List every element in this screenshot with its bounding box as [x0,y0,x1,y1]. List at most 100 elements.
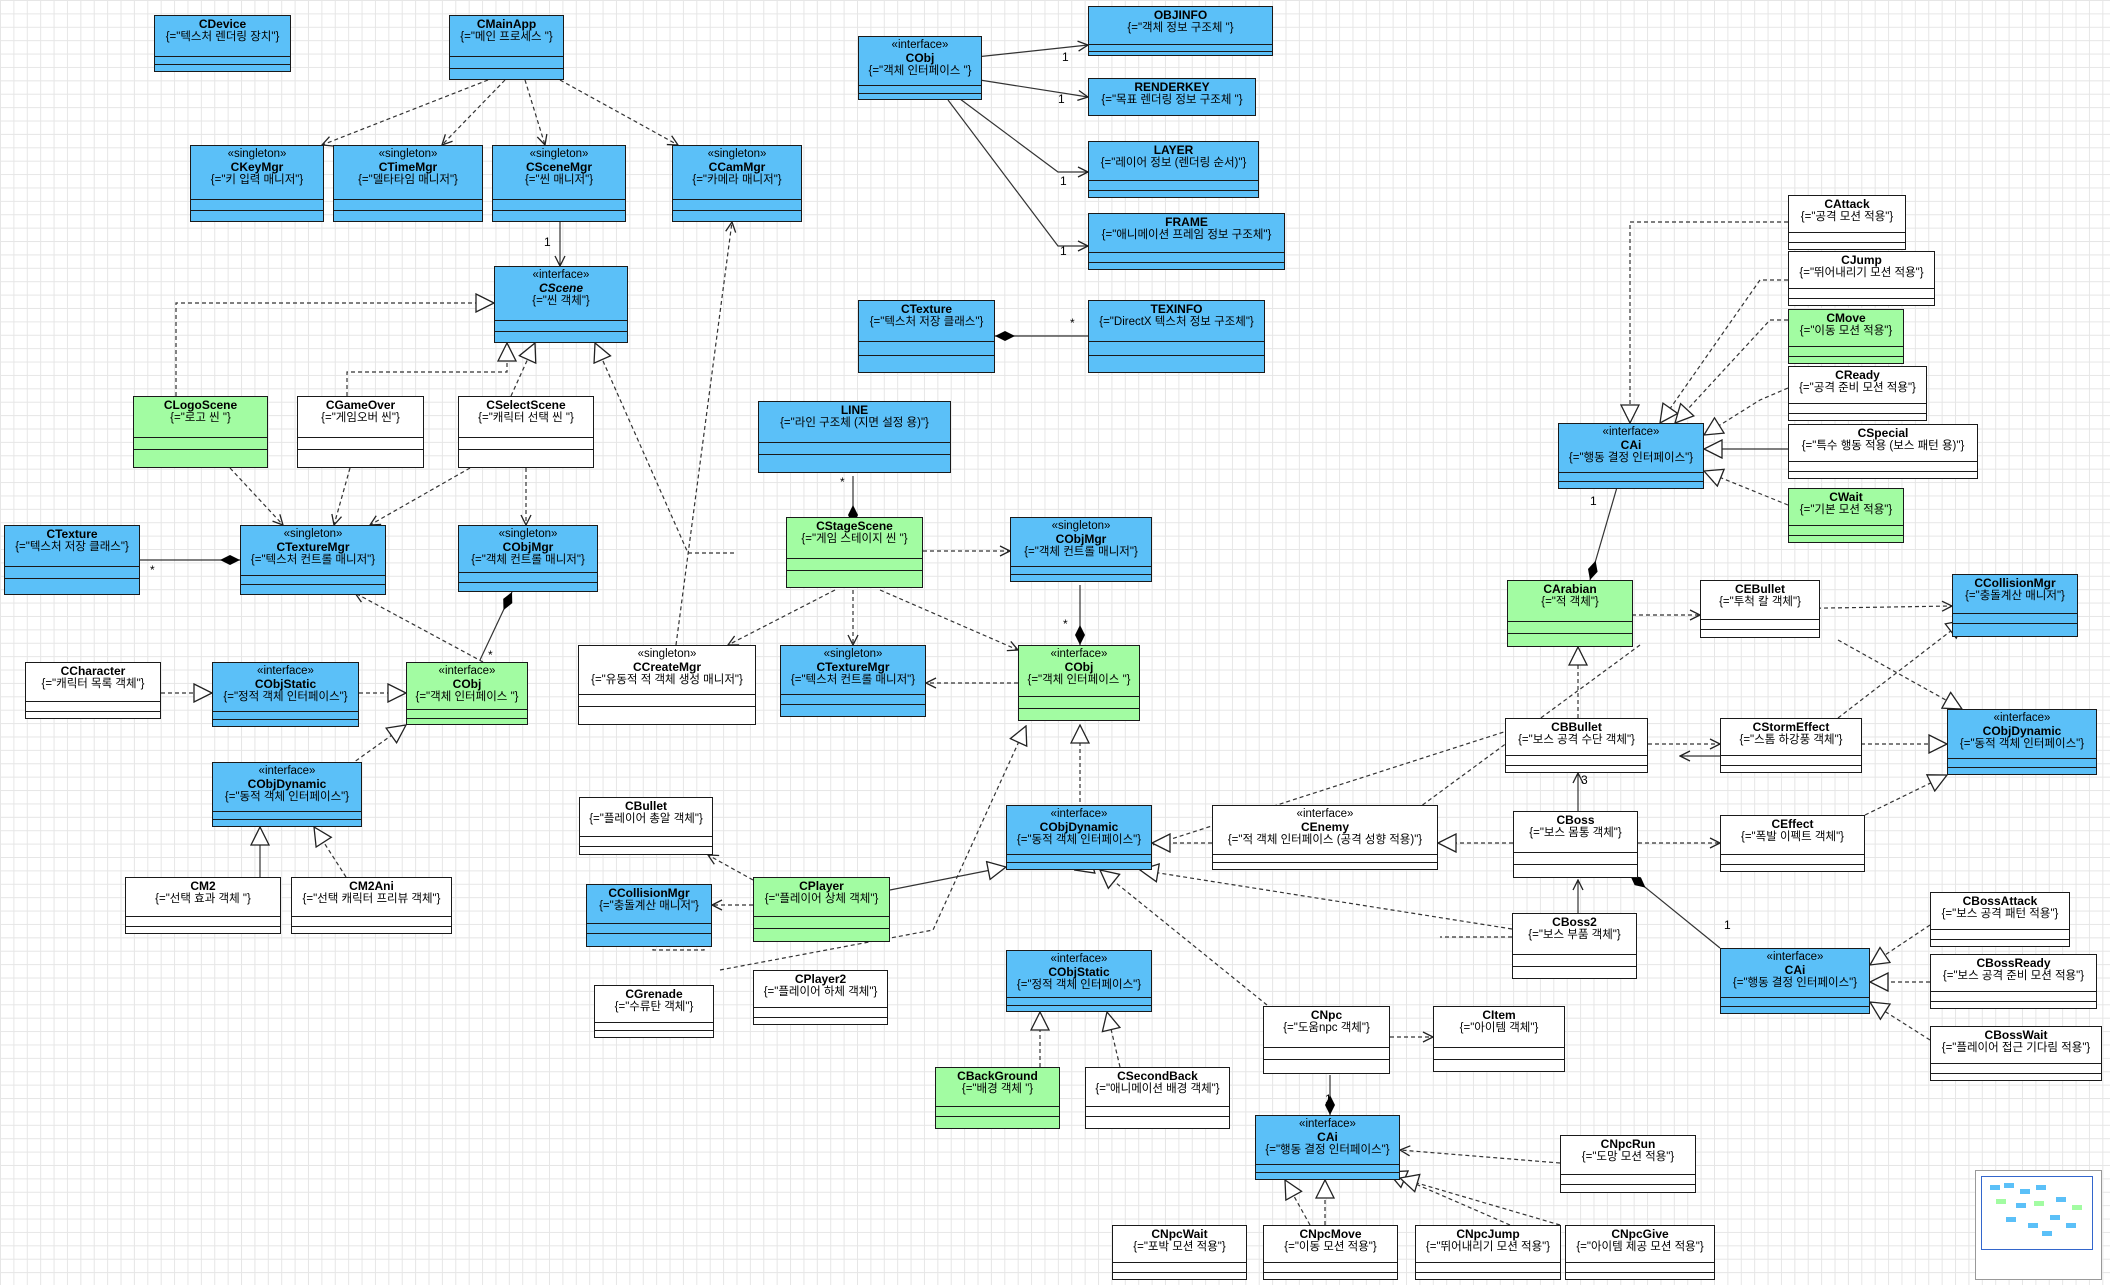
class-box-cnpcmove[interactable]: CNpcMove {="이동 모션 적용"} [1263,1225,1398,1280]
class-box-cmainapp[interactable]: CMainApp {="메인 프로세스 "} [449,15,564,80]
class-box-cplayer2[interactable]: CPlayer2 {="플레이어 하체 객체"} [753,970,888,1025]
multiplicity-label: 1 [1590,494,1597,508]
class-box-cobjstatic-left[interactable]: «interface» CObjStatic {="정적 객체 인터페이스"} [212,662,359,727]
class-box-cobjdynamic-left[interactable]: «interface» CObjDynamic {="동적 객체 인터페이스"} [212,762,362,827]
class-box-cboss[interactable]: CBoss {="보스 몸통 객체"} [1513,811,1638,878]
class-name: CObjMgr [502,540,554,554]
class-box-cobj-left[interactable]: «interface» CObj {="객체 인터페이스 "} [406,662,528,725]
class-desc: {="행동 결정 인터페이스"} [1568,452,1694,464]
class-name: CArabian [1543,582,1597,596]
class-box-clogoscene[interactable]: CLogoScene {="로고 씬 "} [133,396,268,468]
class-box-cai-right[interactable]: «interface» CAi {="행동 결정 인터페이스"} [1558,423,1704,489]
minimap-viewport[interactable] [1981,1176,2093,1250]
class-stereotype: «singleton» [1051,520,1111,532]
class-box-cbossready[interactable]: CBossReady {="보스 공격 준비 모션 적용"} [1930,954,2097,1009]
class-box-cobjdynamic-mid[interactable]: «interface» CObjDynamic {="동적 객체 인터페이스"} [1006,805,1152,870]
class-desc: {="캐릭터 목록 객체"} [41,678,145,690]
class-desc: {="레이어 정보 (렌더링 순서)"} [1100,157,1247,169]
class-box-cgameover[interactable]: CGameOver {="게임오버 씬"} [297,396,424,468]
class-box-cscenemgr[interactable]: «singleton» CSceneMgr {="씬 매니저"} [492,145,626,222]
class-box-objinfo[interactable]: OBJINFO {="객체 정보 구조체 "} [1088,6,1273,56]
class-box-cnpcgive[interactable]: CNpcGive {="아이템 제공 모션 적용"} [1565,1225,1715,1280]
class-box-cm2ani[interactable]: CM2Ani {="선택 캐릭터 프리뷰 객체"} [291,877,452,934]
class-box-cspecial[interactable]: CSpecial {="특수 행동 적용 (보스 패턴 용)"} [1788,424,1978,479]
diagram-minimap[interactable] [1975,1170,2102,1280]
class-box-cobjmgr-mid[interactable]: «singleton» CObjMgr {="객체 컨트롤 매니저"} [1010,517,1152,582]
class-box-citem[interactable]: CItem {="아이템 객체"} [1433,1006,1565,1072]
class-desc: {="씬 매니저"} [524,174,594,186]
class-box-ctimemgr[interactable]: «singleton» CTimeMgr {="델타타임 매니저"} [333,145,483,222]
class-box-cboss2[interactable]: CBoss2 {="보스 부품 객체"} [1512,913,1637,979]
class-box-cselectscene[interactable]: CSelectScene {="캐릭터 선택 씬 "} [458,396,594,468]
class-box-ckeymgr[interactable]: «singleton» CKeyMgr {="키 입력 매니저"} [190,145,324,222]
class-box-cattack[interactable]: CAttack {="공격 모션 적용"} [1788,195,1906,250]
class-box-cobjstatic-mid[interactable]: «interface» CObjStatic {="정적 객체 인터페이스"} [1006,950,1152,1012]
class-box-cobjdynamic-right[interactable]: «interface» CObjDynamic {="동적 객체 인터페이스"} [1947,709,2097,775]
class-box-layer[interactable]: LAYER {="레이어 정보 (렌더링 순서)"} [1088,141,1259,198]
class-box-line[interactable]: LINE {="라인 구조체 (지면 설정 용)"} [758,401,951,473]
class-box-cmove[interactable]: CMove {="이동 모션 적용"} [1788,309,1904,364]
class-box-frame[interactable]: FRAME {="애니메이션 프레임 정보 구조체"} [1088,213,1285,270]
class-stereotype: «interface» [1050,953,1108,965]
class-name: CPlayer2 [794,972,847,986]
class-box-ccollisionmgr-player[interactable]: CCollisionMgr {="충돌계산 매니저"} [586,884,712,947]
class-box-ctexturemgr-mid[interactable]: «singleton» CTextureMgr {="텍스처 컨트롤 매니저"} [780,645,926,717]
class-box-ctexture-left[interactable]: CTexture {="텍스처 저장 클래스"} [4,525,140,595]
class-box-cnpcrun[interactable]: CNpcRun {="도망 모션 적용"} [1560,1135,1696,1193]
class-box-cm2[interactable]: CM2 {="선택 효과 객체 "} [125,877,281,934]
class-name: CTexture [46,527,98,541]
class-box-cscene[interactable]: «interface» CScene {="씬 객체"} [494,266,628,343]
class-box-cwait[interactable]: CWait {="기본 모션 적용"} [1788,488,1904,543]
class-box-cbackground[interactable]: CBackGround {="배경 객체 "} [935,1067,1060,1129]
class-box-cdevice[interactable]: CDevice {="텍스처 렌더링 장치"} [154,15,291,72]
class-box-ceffect[interactable]: CEffect {="폭발 이펙트 객체"} [1720,815,1865,872]
class-box-ctexture-mid[interactable]: CTexture {="텍스처 저장 클래스"} [858,300,995,373]
class-box-cbullet-player[interactable]: CBullet {="플레이어 총알 객체"} [579,797,713,855]
class-box-cebullet[interactable]: CEBullet {="투척 칼 객체"} [1700,580,1820,638]
class-desc: {="뛰어내리기 모션 적용"} [1425,1241,1551,1253]
minimap-block [2056,1197,2066,1202]
class-box-carabian[interactable]: CArabian {="적 객체"} [1507,580,1633,647]
class-name: CKeyMgr [230,160,284,174]
minimap-block [1990,1185,2000,1190]
class-desc: {="보스 공격 수단 객체"} [1518,734,1635,746]
class-box-cobj-mid[interactable]: «interface» CObj {="객체 인터페이스 "} [1018,645,1140,721]
class-box-cnpc[interactable]: CNpc {="도움npc 객체"} [1263,1006,1390,1074]
class-box-texinfo[interactable]: TEXINFO {="DirectX 텍스처 정보 구조체"} [1088,300,1265,373]
class-box-cjump[interactable]: CJump {="뛰어내리기 모션 적용"} [1788,251,1935,306]
class-box-ctexturemgr-left[interactable]: «singleton» CTextureMgr {="텍스처 컨트롤 매니저"} [240,525,386,595]
class-box-cai-npc[interactable]: «interface» CAi {="행동 결정 인터페이스"} [1255,1115,1400,1180]
class-desc: {="보스 공격 준비 모션 적용"} [1942,970,2085,982]
class-box-cenemy[interactable]: «interface» CEnemy {="적 객체 인터페이스 (공격 성향 … [1212,805,1438,870]
class-box-cstagescene[interactable]: CStageScene {="게임 스테이지 씬 "} [786,517,923,588]
class-box-cbosswait[interactable]: CBossWait {="플레이어 접근 기다림 적용"} [1930,1026,2102,1081]
class-box-cready[interactable]: CReady {="공격 준비 모션 적용"} [1788,366,1927,421]
class-name: CBossAttack [1962,894,2038,908]
class-box-csecondback[interactable]: CSecondBack {="애니메이션 배경 객체"} [1085,1067,1230,1129]
class-box-cobjmgr-left[interactable]: «singleton» CObjMgr {="객체 컨트롤 매니저"} [458,525,598,592]
class-box-ccollisionmgr-right[interactable]: CCollisionMgr {="충돌계산 매니저"} [1952,574,2078,637]
class-box-cbbullet[interactable]: CBBullet {="보스 공격 수단 객체"} [1505,718,1648,773]
class-stereotype: «singleton» [378,148,438,160]
class-stereotype: «singleton» [498,528,558,540]
class-box-cgrenade[interactable]: CGrenade {="수류탄 객체"} [594,985,714,1038]
class-box-cobj-top[interactable]: «interface» CObj {="객체 인터페이스 "} [858,36,982,100]
minimap-block [2072,1205,2082,1210]
multiplicity-label: * [1063,617,1068,631]
class-box-ccharacter[interactable]: CCharacter {="캐릭터 목록 객체"} [25,662,161,719]
class-box-ccammgr[interactable]: «singleton» CCamMgr {="카메라 매니저"} [672,145,802,222]
class-box-cnpcwait[interactable]: CNpcWait {="포박 모션 적용"} [1112,1225,1247,1280]
class-box-renderkey[interactable]: RENDERKEY {="목표 렌더링 정보 구조체 "} [1088,78,1256,116]
class-box-cplayer[interactable]: CPlayer {="플레이어 상체 객체"} [753,877,890,942]
class-box-cnpcjump[interactable]: CNpcJump {="뛰어내리기 모션 적용"} [1415,1225,1561,1280]
class-name: CObj [905,51,935,65]
class-box-cbossattack[interactable]: CBossAttack {="보스 공격 패턴 적용"} [1930,892,2070,947]
class-box-cai-boss[interactable]: «interface» CAi {="행동 결정 인터페이스"} [1720,948,1870,1014]
class-box-ccreatemgr[interactable]: «singleton» CCreateMgr {="유동적 적 객체 생성 매니… [578,645,756,725]
class-desc: {="플레이어 접근 기다림 적용"} [1941,1042,2091,1054]
multiplicity-label: 1 [1062,50,1069,64]
class-box-cstormeffect[interactable]: CStormEffect {="스톰 하강풍 객체"} [1720,718,1862,773]
class-stereotype: «interface» [1993,712,2051,724]
class-stereotype: «interface» [257,665,314,677]
